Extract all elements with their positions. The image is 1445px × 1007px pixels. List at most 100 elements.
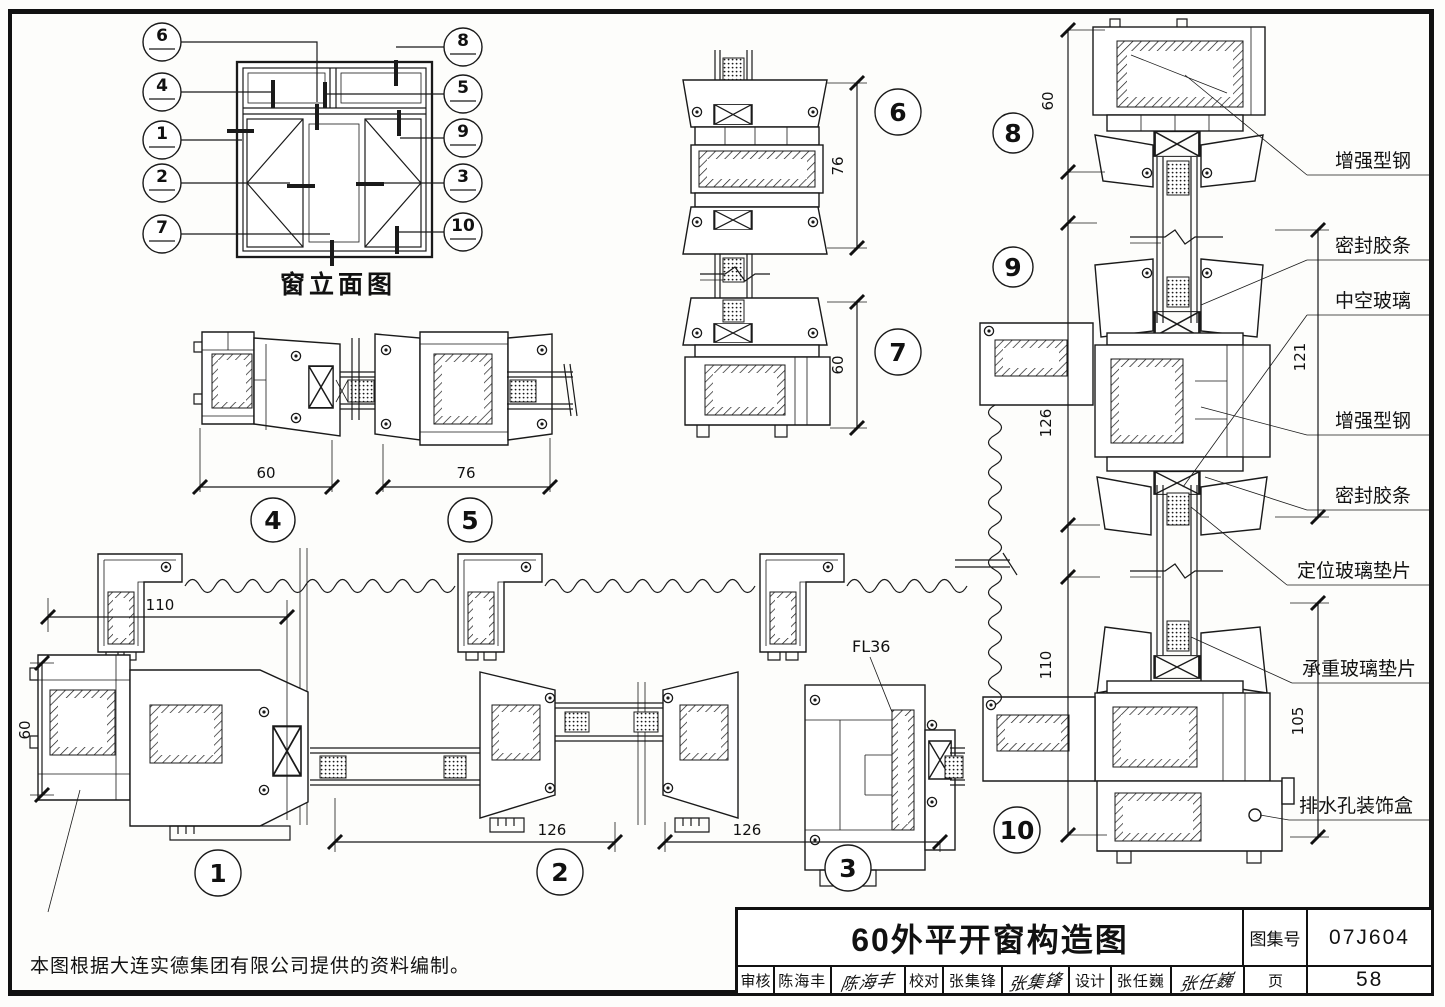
page-label: 页: [1245, 967, 1309, 993]
sash-top-profile-3: [760, 554, 844, 660]
detail-1-2-3-section: FL36 110 60 126 126 1 2 3: [16, 548, 968, 913]
detail-3-connector-profile: [804, 684, 965, 887]
border-right: [1429, 9, 1434, 996]
lower-glass-unit: [1096, 476, 1268, 694]
sheet-title: 60外平开窗构造图: [738, 910, 1244, 965]
design-label: 设计: [1070, 967, 1112, 993]
detail-6-number: 6: [889, 98, 906, 127]
detail-4-5-section: 60 76 4 5: [191, 331, 578, 543]
right-column-dimensions: 60 126 110 121 105: [1037, 21, 1329, 846]
label-sealing-gasket-2: 密封胶条: [1335, 485, 1411, 507]
callout-1: 1: [156, 124, 168, 144]
proofreader-signature: 张集锋: [1003, 967, 1071, 993]
fl36-code: FL36: [852, 637, 890, 656]
label-drain-hole-cover-box: 排水孔装饰盒: [1299, 795, 1413, 817]
source-note: 本图根据大连实德集团有限公司提供的资料编制。: [30, 956, 471, 977]
detail-5-mullion-profile: [374, 331, 578, 446]
label-load-bearing-glass-spacer: 承重玻璃垫片: [1302, 658, 1416, 680]
detail-8-number: 8: [1004, 119, 1021, 148]
dim-detail7: 60: [829, 355, 847, 374]
transom-profile: [1094, 344, 1271, 495]
designer-signature: 张任巍: [1172, 967, 1245, 993]
break-line-wavy: [987, 404, 1003, 706]
elevation-callout-leaders: [181, 41, 444, 266]
right-sash-opening-symbol: [364, 118, 422, 248]
sash-top-profile-2: [458, 554, 542, 660]
elevation-callouts-right: 8 5 9 3 10: [443, 27, 483, 252]
proofreader-name: 张集锋: [944, 967, 1004, 993]
dim-detail5: 76: [456, 464, 475, 482]
dim-detail2-width: 126: [538, 821, 567, 839]
callout-3: 3: [457, 167, 469, 187]
sill-profiles: [1094, 692, 1295, 864]
dim-detail1-width: 110: [146, 596, 175, 614]
dim-edge-121: 121: [1291, 343, 1309, 372]
elevation-callouts-left: 6 4 1 2 7: [142, 22, 182, 254]
detail-6-7-dimensions: 76 60: [827, 74, 867, 437]
label-reinforcing-steel-1: 增强型钢: [1335, 150, 1411, 172]
upper-glass-unit: [1094, 134, 1264, 346]
detail-5-number: 5: [461, 506, 478, 535]
border-bottom: [8, 990, 1434, 996]
callout-9: 9: [457, 122, 469, 142]
detail-1-glass-unit: [310, 747, 480, 786]
glass-unit-vertical: [700, 254, 770, 303]
detail-7-number: 7: [889, 338, 906, 367]
title-block: 60外平开窗构造图 图集号 07J604 审核 陈海丰 陈海丰 校对 张集锋 张…: [735, 907, 1434, 996]
detail-3-number: 3: [839, 854, 856, 883]
fl36-annotation: FL36: [852, 637, 893, 713]
detail-1-number: 1: [209, 859, 226, 888]
border-top: [8, 9, 1434, 14]
detail-9-number: 9: [1004, 253, 1021, 282]
reviewer-name: 陈海丰: [775, 967, 832, 993]
detail-1-jamb-profile: [29, 654, 309, 841]
dim-detail3-width: 126: [733, 821, 762, 839]
label-positioning-glass-spacer: 定位玻璃垫片: [1297, 560, 1411, 582]
detail-7-profile: [682, 297, 831, 438]
left-sash-opening-symbol: [246, 118, 304, 248]
detail-4-number: 4: [264, 506, 281, 535]
callout-5: 5: [457, 78, 469, 98]
atlas-number: 07J604: [1329, 925, 1410, 949]
proofread-label: 校对: [906, 967, 945, 993]
designer-name: 张任巍: [1112, 967, 1172, 993]
dim-edge-105: 105: [1289, 707, 1307, 736]
border-left: [8, 9, 12, 996]
dim-detail1-height: 60: [16, 720, 34, 739]
detail-8-9-10-section: 60 126 110 121 105 增强型钢 密封胶条 中空玻璃 增强型钢 密…: [955, 18, 1429, 864]
label-reinforcing-steel-2: 增强型钢: [1335, 410, 1411, 432]
reviewer-signature-text: 陈海丰: [838, 970, 896, 993]
detail-2-profiles: [479, 671, 739, 833]
detail-10-number: 10: [1000, 816, 1035, 845]
callout-4: 4: [156, 76, 168, 96]
reviewer-signature: 陈海丰: [832, 967, 906, 993]
detail-6-profile: [682, 50, 828, 255]
dim-detail4: 60: [256, 464, 275, 482]
detail-4-profile: [193, 331, 341, 437]
detail-2-number: 2: [551, 858, 568, 887]
detail-4-5-dimensions: 60 76: [191, 428, 559, 496]
atlas-number-label: 图集号: [1244, 910, 1308, 965]
label-sealing-gasket-1: 密封胶条: [1335, 235, 1411, 257]
callout-6: 6: [156, 26, 168, 46]
review-label: 审核: [738, 967, 775, 993]
part-labels: 增强型钢 密封胶条 中空玻璃 增强型钢 密封胶条 定位玻璃垫片 承重玻璃垫片 排…: [1297, 150, 1416, 817]
head-frame-profile: [1092, 18, 1266, 157]
callout-8: 8: [457, 31, 469, 51]
detail-6-7-section: 76 60 6 7: [682, 50, 922, 438]
proofreader-signature-text: 张集锋: [1006, 970, 1064, 993]
dim-column-110: 110: [1037, 651, 1055, 680]
jamb-leader-line: [47, 789, 81, 913]
callout-2: 2: [156, 167, 168, 187]
part-label-leaders: [1182, 74, 1429, 821]
window-elevation-diagram: 6 4 1 2 7 8 5 9 3 10 窗立面图: [142, 22, 483, 299]
jamb-corner-pieces: [955, 322, 1096, 782]
dim-detail8: 60: [1039, 91, 1057, 110]
page-number: 58: [1356, 968, 1384, 991]
callout-7: 7: [156, 218, 168, 238]
elevation-window-frame: [235, 60, 434, 259]
dim-detail6: 76: [829, 156, 847, 175]
break-lines: [184, 548, 968, 825]
label-insulating-glass: 中空玻璃: [1335, 290, 1411, 312]
